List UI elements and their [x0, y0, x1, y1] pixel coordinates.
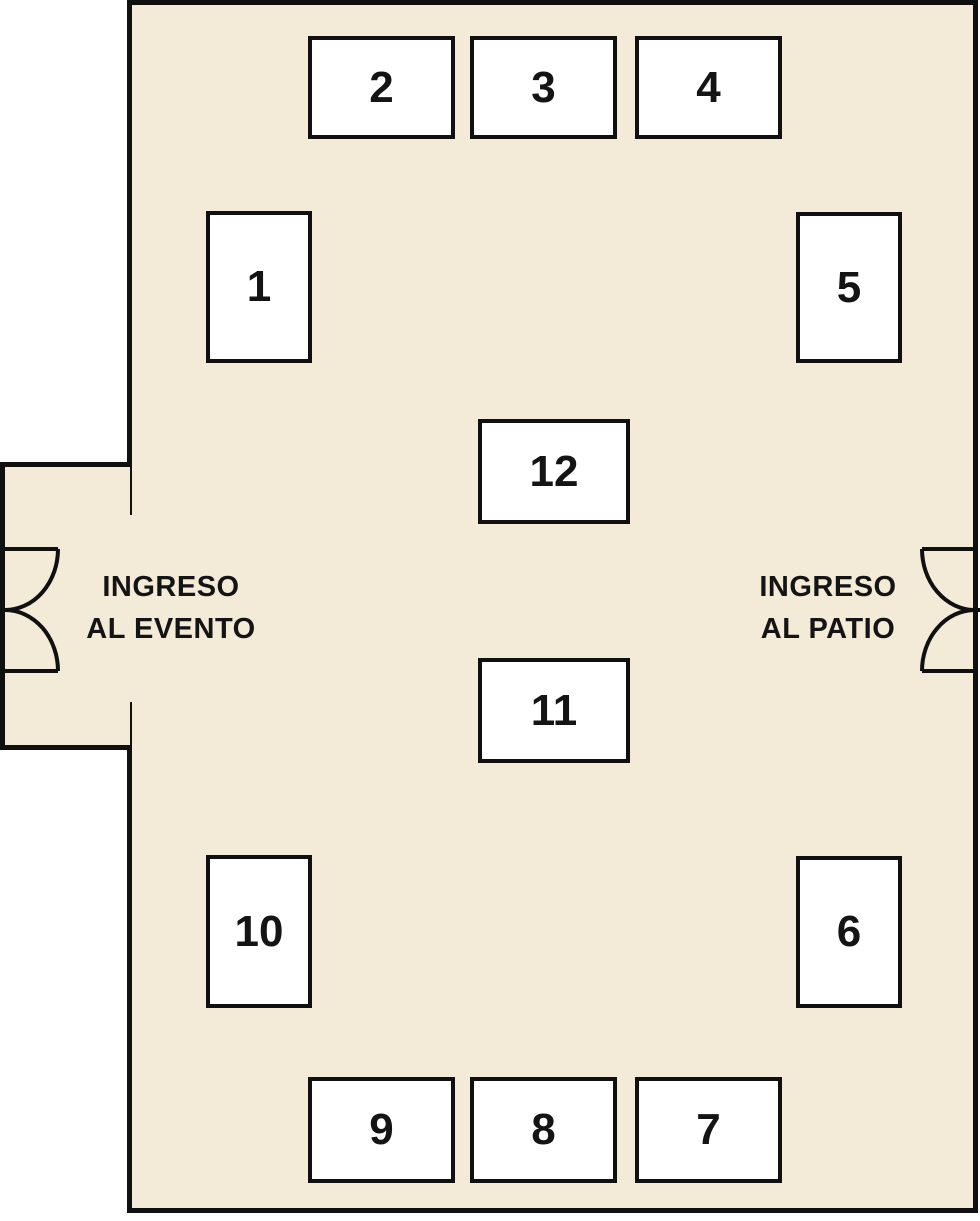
- booth-5: 5: [796, 212, 902, 363]
- booth-6: 6: [796, 856, 902, 1008]
- booth-label: 9: [369, 1105, 394, 1154]
- patio-entrance-label: INGRESO AL PATIO: [708, 566, 948, 650]
- booth-label: 10: [234, 906, 284, 956]
- booth-label: 1: [246, 262, 272, 311]
- booth-label: 6: [836, 907, 862, 956]
- patio-entrance-label-line2: AL PATIO: [760, 613, 896, 645]
- booth-7: 7: [635, 1077, 782, 1183]
- event-entrance-label-line2: AL EVENTO: [86, 613, 256, 645]
- booth-3: 3: [470, 36, 617, 139]
- booth-9: 9: [308, 1077, 455, 1183]
- booth-10: 10: [206, 855, 312, 1008]
- booth-label: 2: [369, 62, 394, 112]
- booth-8: 8: [470, 1077, 617, 1183]
- event-hall: [127, 0, 978, 1213]
- booth-label: 8: [531, 1105, 556, 1154]
- booth-4: 4: [635, 36, 782, 139]
- booth-label: 3: [531, 62, 556, 112]
- booth-12: 12: [478, 419, 630, 524]
- left-wall-opening: [125, 515, 135, 702]
- event-entrance-label-line1: INGRESO: [102, 571, 240, 603]
- booth-label: 7: [696, 1105, 721, 1154]
- booth-label: 5: [836, 262, 862, 312]
- patio-entrance-label-line1: INGRESO: [759, 571, 897, 603]
- booth-2: 2: [308, 36, 455, 139]
- booth-1: 1: [206, 211, 312, 363]
- booth-label: 4: [696, 62, 721, 112]
- booth-label: 12: [529, 446, 579, 496]
- booth-label: 11: [530, 685, 578, 735]
- event-entrance-label: INGRESO AL EVENTO: [51, 566, 291, 650]
- booth-11: 11: [478, 658, 630, 763]
